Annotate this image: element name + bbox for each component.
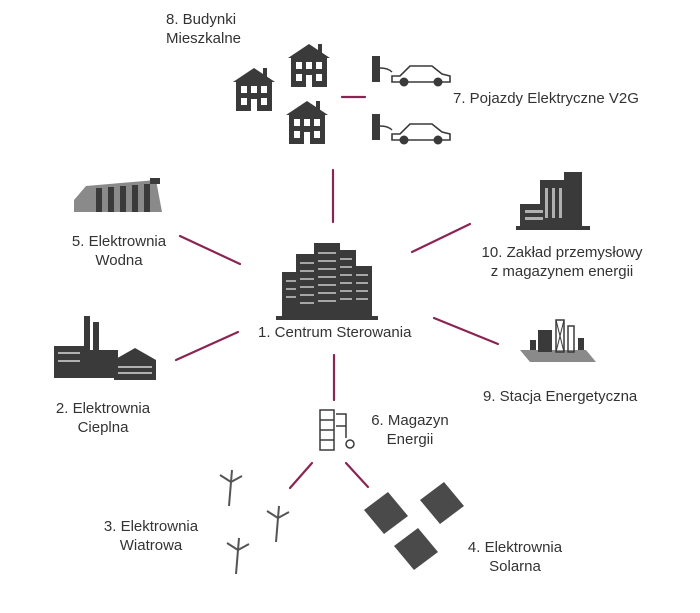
connector-wind [288, 461, 314, 490]
label-wind: 3. Elektrownia Wiatrowa [76, 517, 226, 555]
industrial-line1: 10. Zakład przemysłowy [481, 244, 643, 261]
connector-industrial [410, 222, 472, 254]
label-industrial: 10. Zakład przemysłowy z magazynem energ… [462, 243, 662, 281]
label-solar: 4. Elektrownia Solarna [440, 538, 590, 576]
connector-lines [174, 95, 500, 490]
electric-car-charger-icon [372, 56, 451, 145]
residential-line1: 8. Budynki [166, 11, 237, 28]
label-residential: 8. Budynki Mieszkalne [166, 10, 241, 48]
connector-substation [432, 316, 500, 346]
office-buildings-icon [276, 243, 378, 320]
industrial-line2: z magazynem energii [490, 263, 634, 280]
wind-line1: 3. Elektrownia [103, 518, 199, 535]
storage-line1: 6. Magazyn [371, 412, 449, 429]
hydro-line1: 5. Elektrownia [71, 233, 167, 250]
label-substation: 9. Stacja Energetyczna [483, 387, 637, 406]
substation-label: 9. Stacja Energetyczna [483, 388, 638, 405]
solar-line1: 4. Elektrownia [467, 539, 563, 556]
wind-turbines-icon [219, 469, 290, 575]
connector-thermal [174, 330, 240, 362]
hydro-line2: Wodna [95, 252, 143, 269]
label-center: 1. Centrum Sterowania [258, 323, 411, 342]
center-label: 1. Centrum Sterowania [258, 324, 412, 341]
label-storage: 6. Magazyn Energii [360, 411, 460, 449]
wind-line2: Wiatrowa [119, 537, 183, 554]
thermal-line2: Cieplna [77, 419, 129, 436]
substation-icon [520, 319, 596, 362]
ev-label: 7. Pojazdy Elektryczne V2G [453, 90, 639, 107]
thermal-line1: 2. Elektrownia [55, 400, 151, 417]
connector-hydro [178, 234, 242, 266]
thermal-power-plant-icon [54, 316, 156, 380]
storage-line2: Energii [386, 431, 434, 448]
solar-line2: Solarna [489, 558, 541, 575]
connector-solar [344, 461, 370, 489]
factory-icon [516, 172, 590, 230]
hydro-dam-icon [74, 178, 162, 212]
label-ev: 7. Pojazdy Elektryczne V2G [453, 89, 639, 108]
label-hydro: 5. Elektrownia Wodna [44, 232, 194, 270]
label-thermal: 2. Elektrownia Cieplna [28, 399, 178, 437]
battery-storage-icon [319, 409, 355, 451]
residential-line2: Mieszkalne [166, 30, 242, 47]
houses-icon [233, 44, 330, 144]
solar-panels-icon [364, 482, 464, 570]
